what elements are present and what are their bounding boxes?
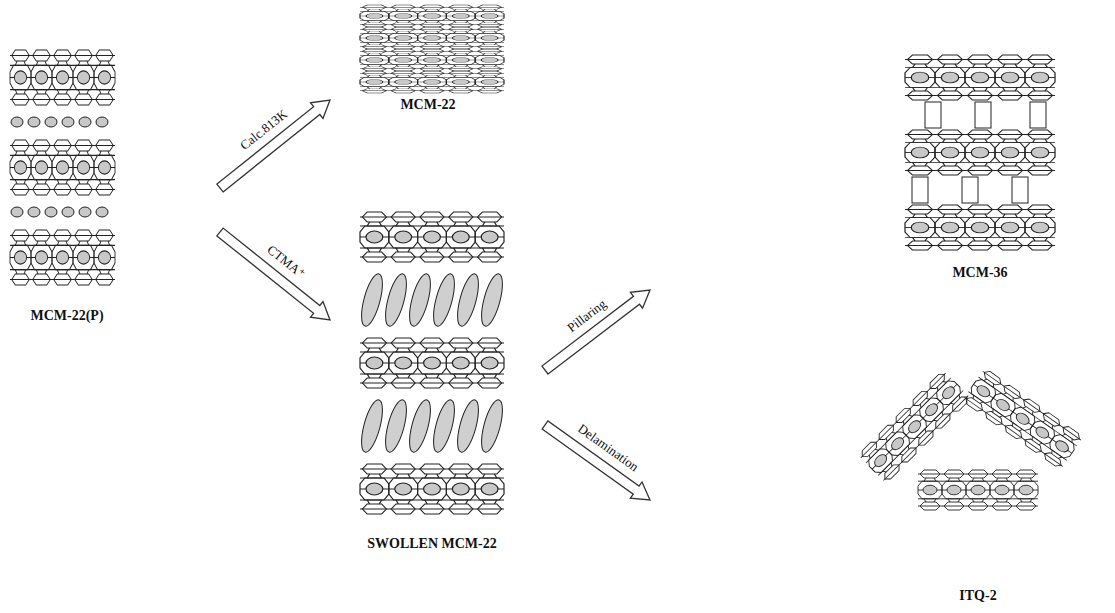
calcined-layers <box>360 5 504 93</box>
structure-node: SWOLLEN MCM-22 <box>330 200 545 560</box>
material-label: MCM-22(P) <box>30 308 103 324</box>
material-label: MCM-22 <box>400 97 455 113</box>
pillared-layers <box>905 55 1055 250</box>
process-arrow <box>542 290 650 374</box>
material-label: MCM-36 <box>952 265 1007 281</box>
process-arrow <box>217 100 330 192</box>
precursor-layers <box>10 50 115 285</box>
structure-node: ITQ-2 <box>650 360 1110 610</box>
process-arrow <box>217 228 330 320</box>
structure-node: MCM-22(P) <box>5 40 220 335</box>
structure-node: MCM-22 <box>330 0 520 120</box>
process-label: CTMA⁺ <box>264 242 308 281</box>
process-label: Delamination <box>575 421 641 474</box>
material-label: SWOLLEN MCM-22 <box>367 536 497 552</box>
structure-node: MCM-36 <box>650 45 1080 295</box>
process-arrow <box>542 421 650 500</box>
delaminated-sheets <box>858 368 1083 510</box>
material-label: ITQ-2 <box>959 588 996 604</box>
process-label: Pillaring <box>564 296 608 335</box>
process-label: Calc.813K <box>237 107 290 153</box>
swollen-layers <box>357 212 506 514</box>
